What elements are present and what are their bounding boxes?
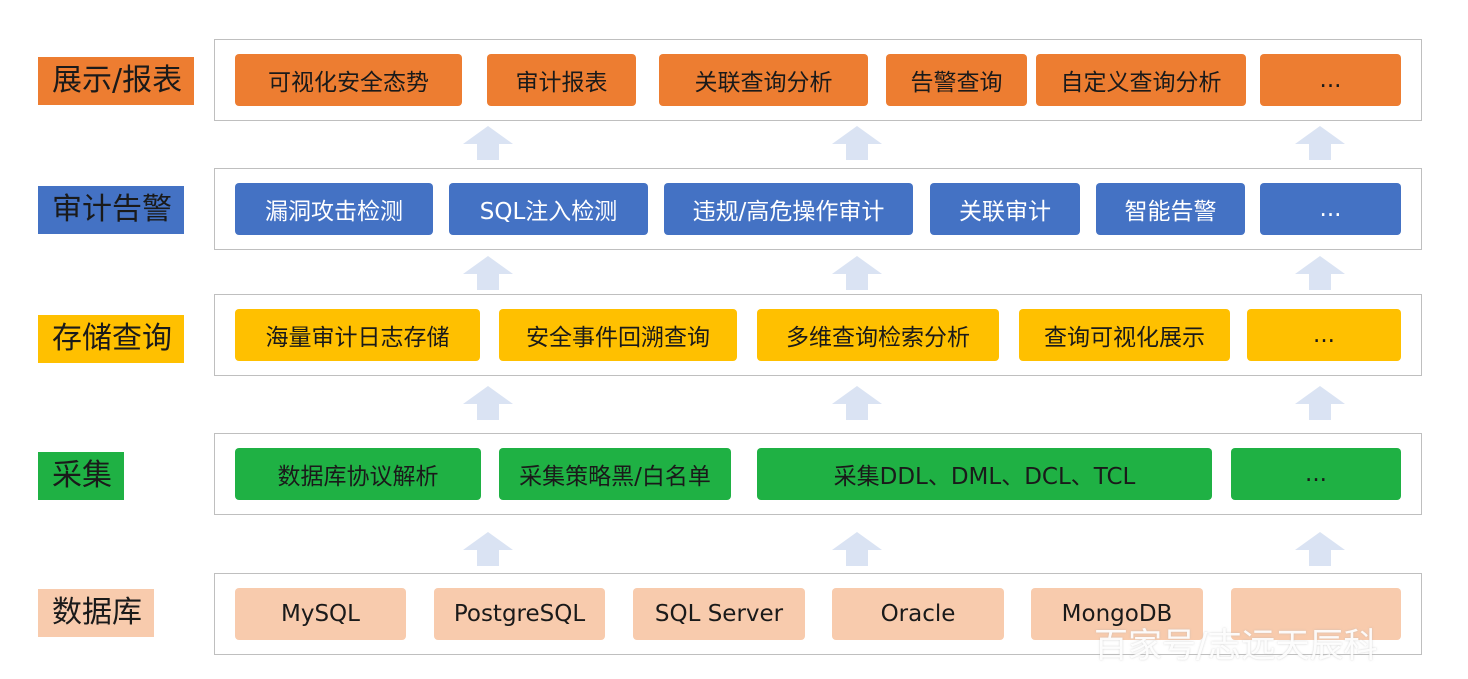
layer-label-display: 展示/报表 bbox=[38, 57, 195, 105]
layer-label-storage: 存储查询 bbox=[38, 315, 184, 363]
item-sqli-detection: SQL注入检测 bbox=[449, 183, 648, 235]
layer-box-audit: 漏洞攻击检测 SQL注入检测 违规/高危操作审计 关联审计 智能告警 ... bbox=[214, 168, 1422, 250]
item-more: ... bbox=[1260, 54, 1401, 106]
item-collect-policy: 采集策略黑/白名单 bbox=[499, 448, 731, 500]
item-mysql: MySQL bbox=[235, 588, 406, 640]
up-arrow-icon bbox=[1295, 126, 1345, 160]
up-arrow-icon bbox=[1295, 532, 1345, 566]
item-audit-report: 审计报表 bbox=[487, 54, 636, 106]
item-violation-audit: 违规/高危操作审计 bbox=[664, 183, 913, 235]
item-query-visual: 查询可视化展示 bbox=[1019, 309, 1230, 361]
layer-box-database: MySQL PostgreSQL SQL Server Oracle Mongo… bbox=[214, 573, 1422, 655]
item-mongodb: MongoDB bbox=[1031, 588, 1203, 640]
watermark-text: 百家号/志远天辰科 bbox=[1094, 626, 1378, 666]
item-smart-alert: 智能告警 bbox=[1096, 183, 1245, 235]
item-custom-query: 自定义查询分析 bbox=[1036, 54, 1246, 106]
up-arrow-icon bbox=[832, 386, 882, 420]
up-arrow-icon bbox=[832, 256, 882, 290]
item-multi-query: 多维查询检索分析 bbox=[757, 309, 999, 361]
layer-box-display: 可视化安全态势 审计报表 关联查询分析 告警查询 自定义查询分析 ... bbox=[214, 39, 1422, 121]
up-arrow-icon bbox=[832, 532, 882, 566]
item-visual-security: 可视化安全态势 bbox=[235, 54, 462, 106]
up-arrow-icon bbox=[832, 126, 882, 160]
item-log-storage: 海量审计日志存储 bbox=[235, 309, 480, 361]
layer-label-database: 数据库 bbox=[38, 589, 154, 637]
item-vuln-detection: 漏洞攻击检测 bbox=[235, 183, 433, 235]
item-oracle: Oracle bbox=[832, 588, 1004, 640]
item-protocol-parse: 数据库协议解析 bbox=[235, 448, 481, 500]
item-more bbox=[1231, 588, 1401, 640]
item-collect-sql-types: 采集DDL、DML、DCL、TCL bbox=[757, 448, 1212, 500]
item-more: ... bbox=[1231, 448, 1401, 500]
item-sqlserver: SQL Server bbox=[633, 588, 805, 640]
layer-box-storage: 海量审计日志存储 安全事件回溯查询 多维查询检索分析 查询可视化展示 ... bbox=[214, 294, 1422, 376]
item-more: ... bbox=[1247, 309, 1401, 361]
layer-label-audit: 审计告警 bbox=[38, 186, 184, 234]
item-event-trace: 安全事件回溯查询 bbox=[499, 309, 737, 361]
up-arrow-icon bbox=[463, 386, 513, 420]
up-arrow-icon bbox=[1295, 256, 1345, 290]
layer-label-collect: 采集 bbox=[38, 452, 124, 500]
up-arrow-icon bbox=[1295, 386, 1345, 420]
up-arrow-icon bbox=[463, 256, 513, 290]
up-arrow-icon bbox=[463, 126, 513, 160]
item-correlation-query: 关联查询分析 bbox=[659, 54, 868, 106]
item-alert-query: 告警查询 bbox=[886, 54, 1027, 106]
item-correlation-audit: 关联审计 bbox=[930, 183, 1080, 235]
item-more: ... bbox=[1260, 183, 1401, 235]
item-postgresql: PostgreSQL bbox=[434, 588, 605, 640]
up-arrow-icon bbox=[463, 532, 513, 566]
layer-box-collect: 数据库协议解析 采集策略黑/白名单 采集DDL、DML、DCL、TCL ... bbox=[214, 433, 1422, 515]
